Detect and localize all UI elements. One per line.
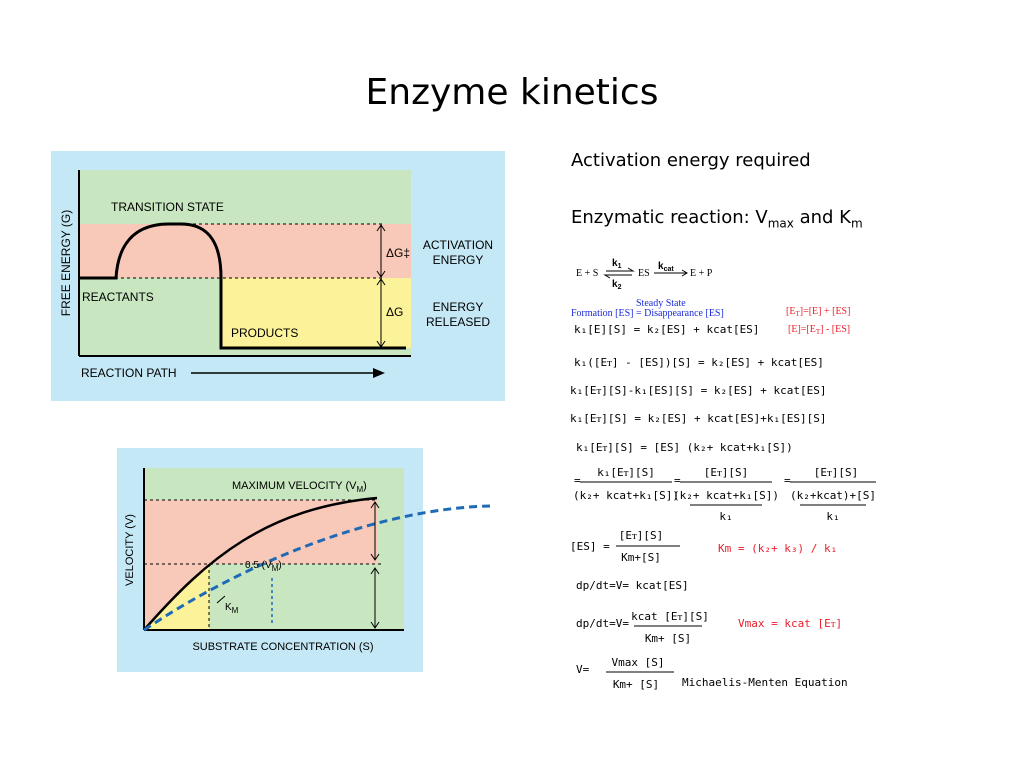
- eq-eq1: =: [574, 474, 581, 487]
- slide-title: Enzyme kinetics: [365, 72, 659, 113]
- dg-heads: [376, 278, 386, 348]
- note-text-a: Enzymatic reaction: V: [571, 207, 768, 228]
- eq-et1-a: [E: [786, 306, 795, 317]
- eq-et2-b: ] - [ES]: [820, 324, 850, 335]
- energy-curve: [79, 222, 406, 350]
- note-sub-max: max: [767, 216, 794, 231]
- eq-k2-text: k: [612, 279, 618, 290]
- transition-state-label: TRANSITION STATE: [111, 200, 224, 214]
- eq-es-den: Km+[S]: [621, 551, 661, 564]
- eq-dp2-den: Km+ [S]: [645, 632, 691, 645]
- eq-es: ES: [638, 268, 650, 279]
- eq-vmax-def: Vmax = kcat [Eᴛ]: [738, 617, 842, 630]
- eq-frac2-den2: k₁: [719, 510, 732, 523]
- mm-y-label: VELOCITY (V): [124, 514, 136, 586]
- reactants-label: REACTANTS: [82, 290, 154, 304]
- mm-x-label: SUBSTRATE CONCENTRATION (S): [192, 641, 373, 653]
- activation-label-1: ACTIVATION: [423, 238, 493, 252]
- eq-rate-3: k₁[Eᴛ][S]-k₁[ES][S] = k₂[ES] + kcat[ES]: [570, 384, 826, 397]
- eq-reaction: E + S: [576, 268, 598, 279]
- mm-blue-curve: [143, 504, 491, 632]
- eq-kcat: kcat: [658, 261, 674, 273]
- eq-formation: Formation [ES] = Disappearance [ES]: [571, 308, 724, 319]
- vmax-range-heads: [370, 501, 380, 561]
- vmax-label-sub: M: [356, 485, 363, 494]
- mm-curve: [143, 496, 378, 631]
- half-label-sub: M: [272, 564, 279, 573]
- eq-steady-state: Steady State: [636, 298, 686, 309]
- km-label: KM: [225, 602, 239, 615]
- eq-mm-num: Vmax [S]: [612, 656, 665, 669]
- vmax-label-text: MAXIMUM VELOCITY (V: [232, 480, 357, 492]
- free-energy-label: FREE ENERGY (G): [59, 210, 73, 316]
- energy-diagram: TRANSITION STATE REACTANTS PRODUCTS ΔG‡ …: [51, 151, 505, 401]
- eq-et1-b: ]=[E] + [ES]: [800, 306, 851, 317]
- km-label-sub: M: [232, 606, 239, 615]
- products-band: [221, 278, 411, 348]
- eq-et2: [E]=[ET] - [ES]: [788, 324, 850, 336]
- hump-fill: [116, 224, 221, 278]
- km-pointer: [216, 595, 226, 604]
- eq-dp2-num: kcat [Eᴛ][S]: [631, 610, 709, 623]
- eq-rate-1: k₁[E][S] = k₂[ES] + kcat[ES]: [574, 323, 759, 336]
- eq-arrow-rev-head: [603, 274, 611, 279]
- eq-k1-text: k: [612, 258, 618, 269]
- half-range-heads: [370, 567, 380, 629]
- eq-eq3: =: [784, 474, 791, 487]
- eq-eq2: =: [674, 474, 681, 487]
- eq-frac1-den: (k₂+ kcat+k₁[S]): [573, 489, 679, 502]
- note-activation: Activation energy required: [571, 150, 811, 171]
- half-label: 0.5 (VM): [245, 560, 282, 573]
- eq-frac1-num: k₁[Eᴛ][S]: [597, 466, 655, 479]
- eq-frac3-den2: k₁: [826, 510, 839, 523]
- activation-label-2: ENERGY: [433, 253, 484, 267]
- eq-km-def: Km = (k₂+ k₃) / k₁: [718, 542, 837, 555]
- eq-mm-lhs: V=: [576, 663, 590, 676]
- eq-mm-den: Km+ [S]: [613, 678, 659, 691]
- equations-panel: E + S k1 k2 ES kcat E + P Steady State F…: [570, 258, 876, 691]
- mm-plot: MAXIMUM VELOCITY (VM) 0.5 (VM) KM SUBSTR…: [117, 448, 491, 672]
- vmax-label: MAXIMUM VELOCITY (VM): [232, 480, 367, 494]
- eq-k1: k1: [612, 258, 622, 270]
- reaction-path-label: REACTION PATH: [81, 366, 177, 380]
- half-label-text: 0.5 (V: [245, 560, 272, 571]
- eq-frac2-den: (k₂+ kcat+k₁[S]): [673, 489, 779, 502]
- eq-es-num: [Eᴛ][S]: [619, 529, 664, 542]
- eq-rate-5: k₁[Eᴛ][S] = [ES] (k₂+ kcat+k₁[S]): [576, 441, 793, 454]
- km-label-text: K: [225, 602, 232, 613]
- reaction-path-head: [373, 368, 385, 378]
- dg-act-heads: [376, 224, 386, 278]
- eq-mm-name: Michaelis-Menten Equation: [682, 676, 848, 689]
- eq-dp2-lhs: dp/dt=V=: [576, 617, 629, 630]
- delta-g-label: ΔG: [386, 305, 403, 319]
- eq-rate-2: k₁([Eᴛ] - [ES])[S] = k₂[ES] + kcat[ES]: [574, 356, 824, 369]
- eq-products: E + P: [690, 268, 713, 279]
- eq-es-lhs: [ES] =: [570, 540, 610, 553]
- eq-frac3-den: (k₂+kcat)+[S]: [790, 489, 876, 502]
- eq-arrow-cat-head: [681, 269, 688, 277]
- eq-kcat-text: k: [658, 261, 664, 272]
- eq-et2-a: [E]=[E: [788, 324, 816, 335]
- delta-g-act-label: ΔG‡: [386, 246, 410, 260]
- eq-k2: k2: [612, 279, 622, 291]
- released-label-1: ENERGY: [433, 300, 484, 314]
- products-label: PRODUCTS: [231, 326, 298, 340]
- released-label-2: RELEASED: [426, 315, 490, 329]
- note-sub-m: m: [851, 216, 863, 231]
- eq-frac3-num: [Eᴛ][S]: [814, 466, 859, 479]
- eq-rate-4: k₁[Eᴛ][S] = k₂[ES] + kcat[ES]+k₁[ES][S]: [570, 412, 826, 425]
- eq-frac2-num: [Eᴛ][S]: [704, 466, 749, 479]
- note-enzymatic-reaction: Enzymatic reaction: Vmax and Km: [571, 207, 863, 231]
- note-text-b: and K: [793, 207, 851, 228]
- eq-et1: [ET]=[E] + [ES]: [786, 306, 850, 318]
- eq-dp1: dp/dt=V= kcat[ES]: [576, 579, 689, 592]
- eq-arrow-fwd-head: [627, 267, 635, 272]
